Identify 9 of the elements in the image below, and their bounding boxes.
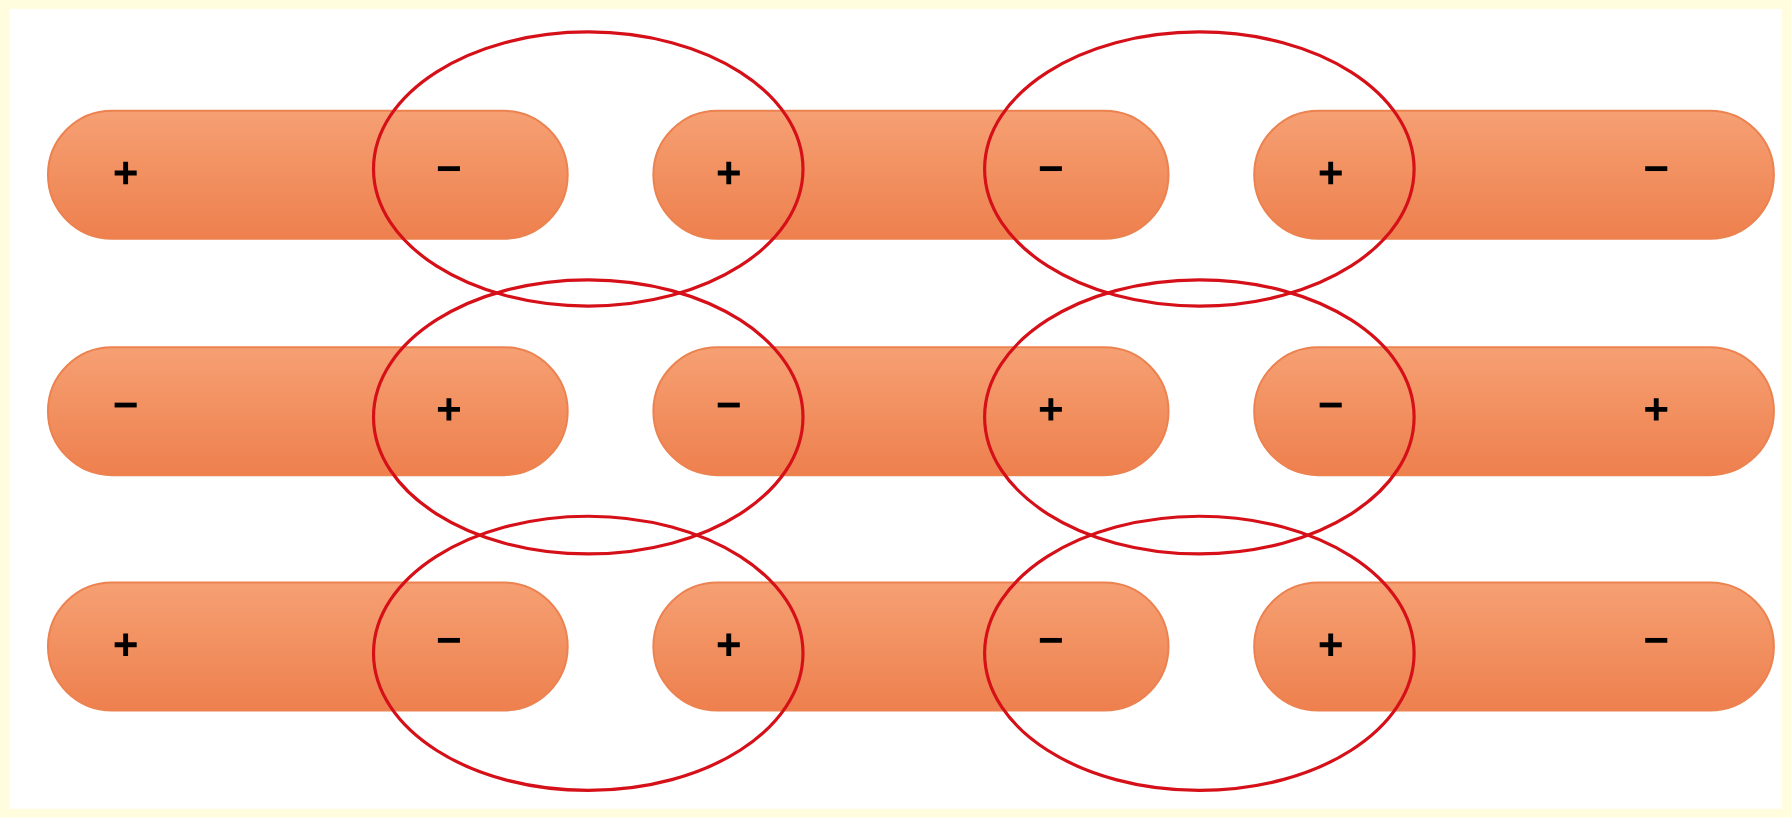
capsule: − + xyxy=(1253,346,1775,477)
capsule: + − xyxy=(652,581,1170,712)
capsule: − + xyxy=(47,346,569,477)
capsule: + − xyxy=(1253,109,1775,240)
capsule: + − xyxy=(47,581,569,712)
capsule: + − xyxy=(47,109,569,240)
capsule: + − xyxy=(1253,581,1775,712)
capsule: + − xyxy=(652,109,1170,240)
capsule: − + xyxy=(652,346,1170,477)
